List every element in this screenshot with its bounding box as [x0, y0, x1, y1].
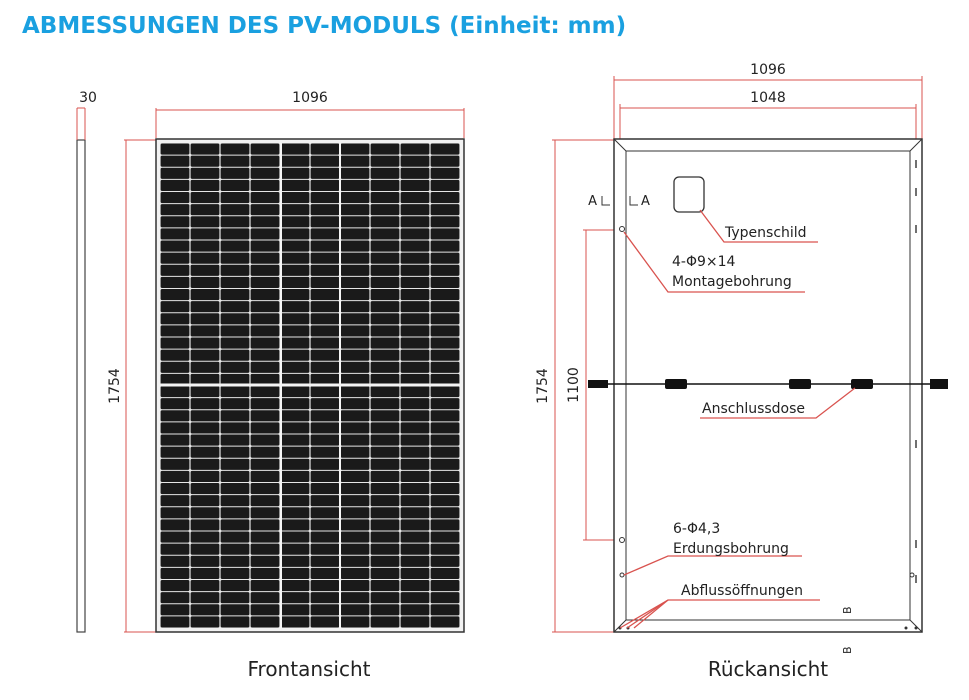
depth-label: 30	[79, 90, 97, 106]
connector-right	[930, 379, 948, 389]
side-profile	[76, 139, 86, 633]
corner-bottom-right	[909, 619, 923, 633]
corner-bottom-left	[613, 619, 627, 633]
side-view: 30	[76, 90, 97, 633]
section-a-right-mark	[629, 196, 638, 206]
section-b-top: B	[841, 606, 854, 614]
junction-box-label: Anschlussdose	[702, 401, 805, 417]
junction-box-middle	[789, 379, 811, 389]
back-height-label: 1754	[535, 368, 551, 404]
mounting-hole-top	[619, 226, 625, 232]
junction-box-right	[851, 379, 873, 389]
corner-top-right	[909, 138, 923, 152]
back-view-caption: Rückansicht	[708, 657, 828, 681]
back-outer-width-label: 1096	[750, 62, 786, 78]
junction-box-left	[665, 379, 687, 389]
front-view-caption: Frontansicht	[247, 657, 370, 681]
ground-hole	[909, 572, 915, 578]
mount-spacing-label: 1100	[566, 367, 582, 403]
solar-cell-grid	[160, 143, 460, 628]
back-view: 1096 1048 1754 1100 A A	[535, 62, 948, 681]
mounting-hole-bottom	[619, 537, 625, 543]
ground-hole-spec: 6-Φ4,3	[673, 521, 720, 537]
back-inner-width-label: 1048	[750, 90, 786, 106]
mounting-hole-spec: 4-Φ9×14	[672, 254, 736, 270]
section-b-bottom: B	[841, 646, 854, 654]
section-a-right: A	[641, 194, 650, 209]
drain-label: Abflussöffnungen	[681, 583, 803, 599]
page-title: ABMESSUNGEN DES PV-MODULS (Einheit: mm)	[22, 13, 627, 39]
nameplate	[673, 176, 705, 213]
mounting-hole-label: Montagebohrung	[672, 274, 792, 290]
ground-hole-label: Erdungsbohrung	[673, 541, 789, 557]
nameplate-leader	[699, 209, 818, 243]
nameplate-label: Typenschild	[724, 225, 807, 241]
section-a-left: A	[588, 194, 597, 209]
mounting-hole-leader	[623, 231, 805, 293]
ground-hole	[619, 572, 625, 578]
drain-hole-leaders	[619, 599, 820, 629]
junction-box-leader	[700, 387, 856, 419]
ground-hole-leader	[623, 555, 802, 576]
front-view: 1096 1754 Frontansicht	[107, 90, 465, 681]
corner-top-left	[613, 138, 627, 152]
back-module-frame	[613, 138, 923, 633]
front-height-label: 1754	[107, 368, 123, 404]
junction-box-assembly	[588, 379, 948, 389]
front-width-label: 1096	[292, 90, 328, 106]
section-a-left-mark	[601, 196, 610, 206]
connector-left	[588, 380, 608, 388]
back-frame-inner-edge	[625, 150, 911, 621]
